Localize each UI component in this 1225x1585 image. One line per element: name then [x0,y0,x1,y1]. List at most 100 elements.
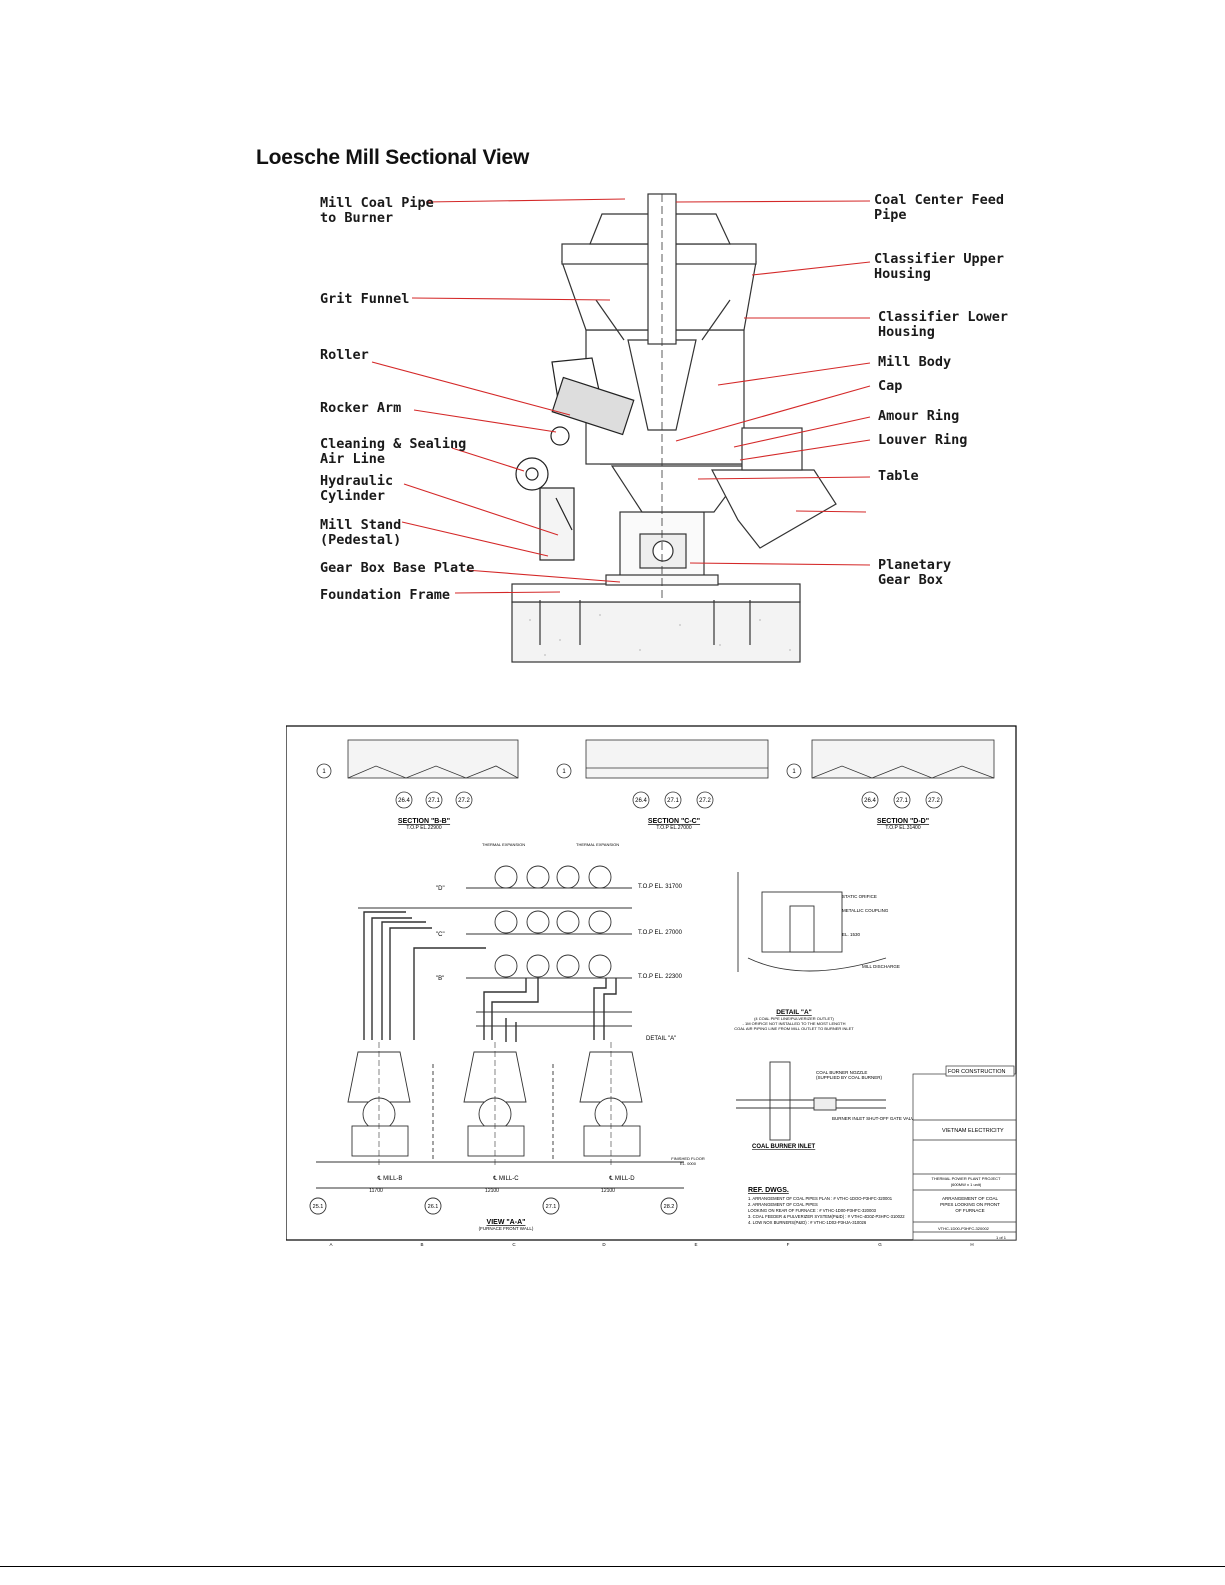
svg-text:VTHC-1D00-P3HFC-320002: VTHC-1D00-P3HFC-320002 [938,1226,990,1231]
section-d-d [786,739,995,809]
svg-text:T.O.P EL. 27000: T.O.P EL. 27000 [638,930,683,936]
svg-text:4. LOW NOX BURNERS(P&ID) : # V: 4. LOW NOX BURNERS(P&ID) : # VTHC-1D02-P… [748,1220,867,1225]
svg-text:THERMAL POWER PLANT PROJECT: THERMAL POWER PLANT PROJECT [932,1176,1001,1181]
label-mill-stand: Mill Stand(Pedestal) [320,517,402,548]
mill-elevations [316,1042,684,1189]
svg-text:T.O.P EL.31400: T.O.P EL.31400 [885,825,920,831]
svg-text:T.O.P EL. 31700: T.O.P EL. 31700 [638,884,683,890]
label-amour-ring: Amour Ring [878,408,960,424]
svg-text:25.1: 25.1 [313,1204,324,1210]
svg-text:"C": "C" [436,932,445,938]
svg-text:3. COAL FEEDER & PULVERIZER SY: 3. COAL FEEDER & PULVERIZER SYSTEM(P&ID)… [748,1214,905,1219]
title-block-text: FOR CONSTRUCTION VIETNAM ELECTRICITY THE… [932,1069,1007,1240]
svg-text:26.1: 26.1 [428,1204,439,1210]
mill-labels: ℄ MILL-B ℄ MILL-C ℄ MILL-D 11700 12100 1… [369,1156,705,1194]
svg-text:27.1: 27.1 [667,798,679,804]
svg-text:1: 1 [792,769,796,775]
svg-text:1: 1 [322,769,326,775]
mill-d-elevation [579,1042,643,1168]
column-letters: A B C D E F G H [329,1242,973,1247]
svg-text:- 1M ORIFICE NOT INSTALLED TO: - 1M ORIFICE NOT INSTALLED TO THE MOST L… [743,1021,846,1026]
bottom-grid-labels: 25.1 26.1 27.1 28.2 VIEW "A-A" (FURNACE … [313,1204,675,1231]
svg-text:THERMAL EXPANSION: THERMAL EXPANSION [576,842,619,847]
svg-text:27.2: 27.2 [928,798,940,804]
arrangement-drawing-canvas: 1 1 1 26.4 27.1 27.2 26.4 27.1 27.2 26.4… [286,725,1017,1247]
coal-burner-inlet-detail [736,1061,886,1141]
section-labels: 1 1 1 26.4 27.1 27.2 26.4 27.1 27.2 26.4… [322,769,940,831]
section-c-c [556,739,769,809]
svg-text:COAL AIR PIPING LINE FROM MILL: COAL AIR PIPING LINE FROM MILL OUTLET TO… [734,1026,854,1031]
svg-text:T.O.P EL.22900: T.O.P EL.22900 [406,825,441,831]
svg-text:REF. DWGS.: REF. DWGS. [748,1187,789,1194]
reject-hopper-shape [711,427,837,549]
svg-text:2. ARRANGEMENT OF COAL PIPES: 2. ARRANGEMENT OF COAL PIPES [748,1202,818,1207]
burner-levels [358,865,632,1027]
svg-text:METALLIC COUPLING: METALLIC COUPLING [842,908,889,913]
svg-text:26.4: 26.4 [635,798,647,804]
svg-text:THERMAL EXPANSION: THERMAL EXPANSION [482,842,525,847]
svg-text:FOR CONSTRUCTION: FOR CONSTRUCTION [948,1069,1005,1075]
coal-burner-inlet-text: COAL BURNER NOZZLE (SUPPLIED BY COAL BUR… [752,1070,917,1150]
svg-text:12100: 12100 [485,1188,499,1194]
svg-text:PIPES LOOKING ON FRONT: PIPES LOOKING ON FRONT [940,1202,1000,1207]
coal-pipe-runs [363,911,617,1042]
svg-text:"D": "D" [436,886,445,892]
svg-text:℄ MILL-D: ℄ MILL-D [608,1176,635,1182]
svg-text:VIETNAM ELECTRICITY: VIETNAM ELECTRICITY [942,1128,1004,1134]
title-block [912,1065,1017,1241]
svg-text:D: D [602,1242,606,1247]
level-labels: "D" T.O.P EL. 31700 "C" T.O.P EL. 27000 … [436,842,683,1042]
label-table: Table [878,468,919,484]
label-louver-ring: Louver Ring [878,432,968,448]
svg-text:B: B [420,1242,423,1247]
svg-text:FINISHED FLOOR: FINISHED FLOOR [671,1156,705,1161]
svg-text:27.1: 27.1 [546,1204,557,1210]
svg-text:H: H [970,1242,973,1247]
svg-text:27.2: 27.2 [458,798,470,804]
label-grit-funnel: Grit Funnel [320,291,410,307]
figure-title: Loesche Mill Sectional View [256,146,530,169]
foundation-block [511,583,801,663]
mill-b-elevation [347,1042,411,1168]
svg-text:12100: 12100 [601,1188,615,1194]
svg-text:DETAIL "A": DETAIL "A" [646,1036,676,1042]
coal-feed-pipe-shape [647,193,677,600]
svg-text:EL. 1530: EL. 1530 [842,932,861,937]
svg-text:T.O.P EL.27000: T.O.P EL.27000 [656,825,691,831]
svg-text:SECTION "B-B": SECTION "B-B" [398,818,450,825]
svg-text:1 of 1: 1 of 1 [996,1235,1007,1240]
label-foundation-frame: Foundation Frame [320,587,451,603]
svg-text:F: F [787,1242,790,1247]
svg-text:G: G [878,1242,882,1247]
detail-a [737,872,887,972]
svg-text:1: 1 [562,769,566,775]
sheet-border [286,725,1017,1241]
svg-text:VIEW "A-A": VIEW "A-A" [487,1219,526,1226]
svg-text:1. ARRANGEMENT OF COAL PIPES P: 1. ARRANGEMENT OF COAL PIPES PLAN : # VT… [748,1196,893,1201]
mill-sectional-view-figure: Loesche Mill Sectional View [0,0,1225,690]
svg-text:"B": "B" [436,976,444,982]
label-rocker-arm: Rocker Arm [320,400,402,416]
label-gear-box-base-plate: Gear Box Base Plate [320,560,475,576]
svg-text:27.1: 27.1 [428,798,440,804]
svg-text:EL. 0000: EL. 0000 [680,1161,697,1166]
mill-cross-section-drawing [371,193,871,663]
svg-text:SECTION "C-C": SECTION "C-C" [648,818,700,825]
mill-c-elevation [463,1042,527,1168]
svg-text:27.2: 27.2 [699,798,711,804]
svg-text:℄ MILL-C: ℄ MILL-C [492,1176,519,1182]
label-roller: Roller [320,347,369,363]
svg-text:OF FURNACE: OF FURNACE [955,1208,984,1213]
svg-text:℄ MILL-B: ℄ MILL-B [377,1176,403,1182]
reference-drawings-list: REF. DWGS. 1. ARRANGEMENT OF COAL PIPES … [748,1187,905,1225]
svg-text:27.1: 27.1 [896,798,908,804]
label-cap: Cap [878,378,903,394]
svg-text:STATIC ORIFICE: STATIC ORIFICE [842,894,877,899]
svg-text:BURNER INLET SHUT-OFF GATE VAL: BURNER INLET SHUT-OFF GATE VALVE [832,1116,917,1121]
